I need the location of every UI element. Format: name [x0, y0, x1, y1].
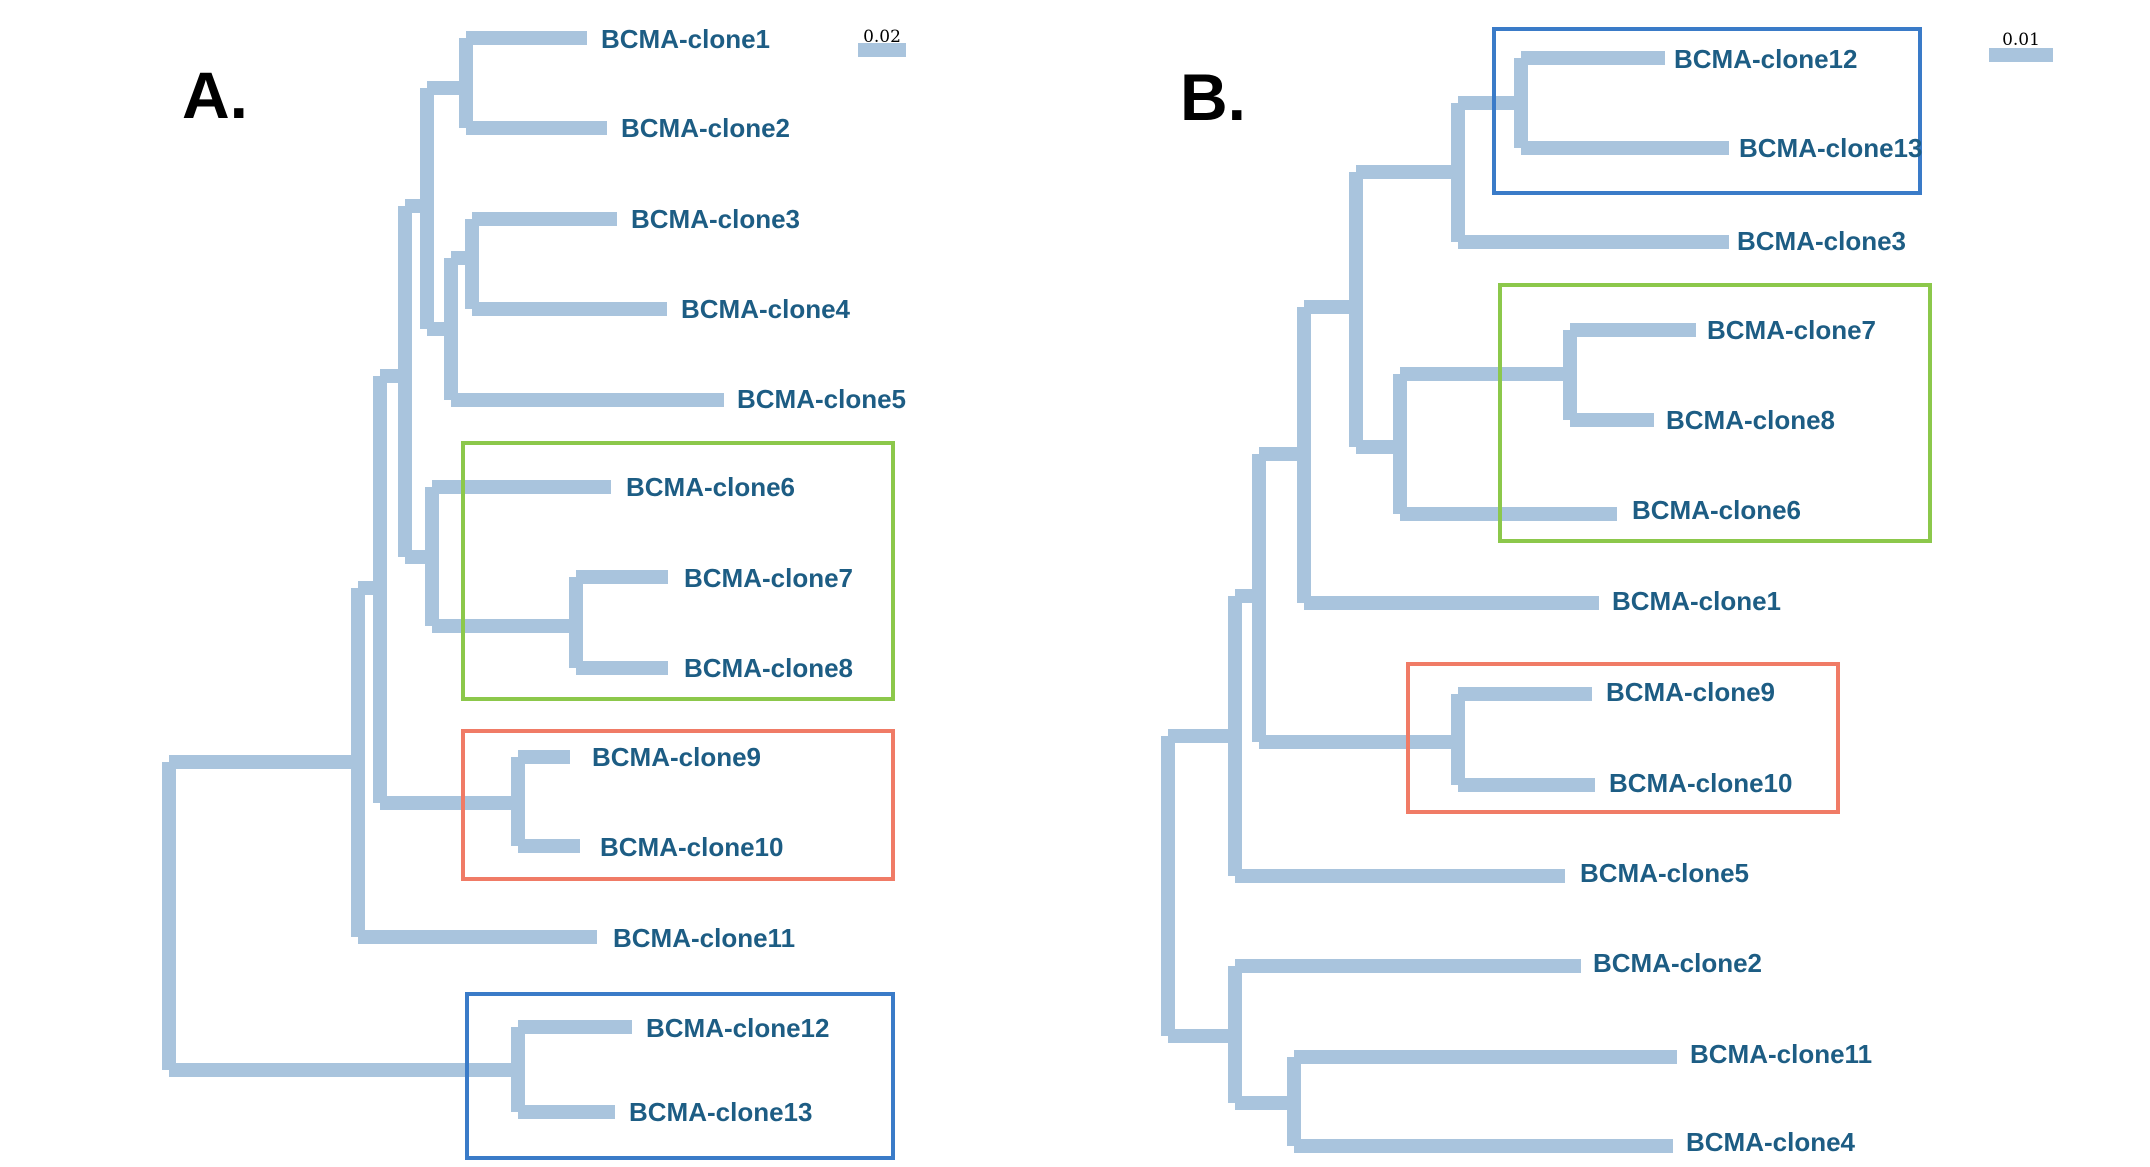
- panel-a: A. 0.02: [162, 24, 906, 1160]
- panel-a-blue-clade-box: [465, 992, 895, 1160]
- leaf-label: BCMA-clone1: [1612, 586, 1781, 616]
- panel-b-red-clade-box: [1406, 662, 1840, 814]
- leaf-label: BCMA-clone4: [1686, 1127, 1856, 1157]
- panel-b-tree-branches: [1161, 51, 1729, 1153]
- panel-b-letter: B.: [1180, 60, 1246, 134]
- leaf-label: BCMA-clone1: [601, 24, 770, 54]
- panel-a-leaf-labels: BCMA-clone1 BCMA-clone2 BCMA-clone3 BCMA…: [592, 24, 906, 1127]
- leaf-label: BCMA-clone11: [613, 923, 795, 953]
- leaf-label: BCMA-clone13: [629, 1097, 812, 1127]
- leaf-label: BCMA-clone2: [621, 113, 790, 143]
- leaf-label: BCMA-clone4: [681, 294, 851, 324]
- panel-a-scale-label: 0.02: [863, 27, 901, 47]
- leaf-label: BCMA-clone3: [1737, 226, 1906, 256]
- panel-a-letter: A.: [182, 58, 248, 132]
- panel-b-scale-bar: 0.01: [1989, 30, 2053, 62]
- panel-a-scale-bar: 0.02: [858, 27, 906, 57]
- leaf-label: BCMA-clone8: [684, 653, 853, 683]
- leaf-label: BCMA-clone7: [684, 563, 853, 593]
- panel-b-scale-label: 0.01: [2002, 30, 2040, 50]
- panel-b-green-clade-box: [1498, 283, 1932, 543]
- leaf-label: BCMA-clone10: [600, 832, 783, 862]
- leaf-label: BCMA-clone10: [1609, 768, 1792, 798]
- leaf-label: BCMA-clone3: [631, 204, 800, 234]
- panel-b-clade-boxes: [1406, 27, 1932, 814]
- leaf-label: BCMA-clone6: [626, 472, 795, 502]
- leaf-label: BCMA-clone7: [1707, 315, 1876, 345]
- leaf-label: BCMA-clone11: [1690, 1039, 1872, 1069]
- leaf-label: BCMA-clone6: [1632, 495, 1801, 525]
- panel-a-green-clade-box: [461, 441, 895, 701]
- panel-a-tree-branches: [162, 31, 724, 1119]
- leaf-label: BCMA-clone13: [1739, 133, 1922, 163]
- leaf-label: BCMA-clone5: [737, 384, 906, 414]
- leaf-label: BCMA-clone8: [1666, 405, 1835, 435]
- leaf-label: BCMA-clone2: [1593, 948, 1762, 978]
- leaf-label: BCMA-clone9: [592, 742, 761, 772]
- leaf-label: BCMA-clone12: [1674, 44, 1857, 74]
- panel-a-red-clade-box: [461, 729, 895, 881]
- leaf-label: BCMA-clone12: [646, 1013, 829, 1043]
- panel-a-clade-boxes: [461, 441, 895, 1160]
- leaf-label: BCMA-clone5: [1580, 858, 1749, 888]
- leaf-label: BCMA-clone9: [1606, 677, 1775, 707]
- panel-b-blue-clade-box: [1492, 27, 1922, 195]
- panel-b: B. 0.01: [1161, 27, 2053, 1157]
- panel-b-leaf-labels: BCMA-clone12 BCMA-clone13 BCMA-clone3 BC…: [1580, 44, 1922, 1157]
